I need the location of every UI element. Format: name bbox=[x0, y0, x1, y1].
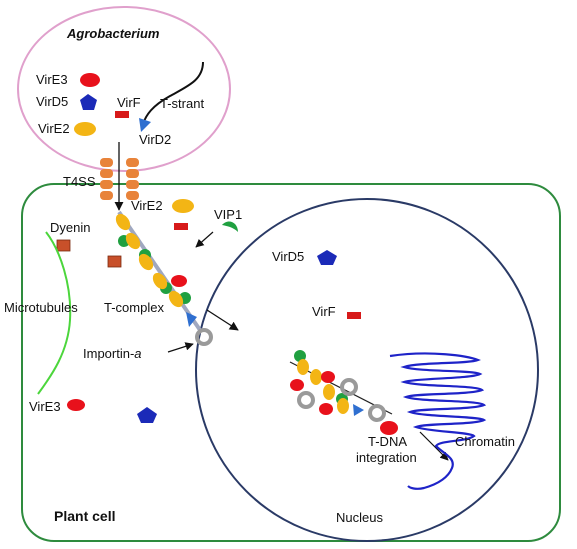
t-complex-label: T-complex bbox=[104, 300, 164, 315]
vire2-protein-agro bbox=[74, 122, 96, 136]
vip1-arrow bbox=[195, 231, 214, 248]
dyenin-protein-2 bbox=[107, 255, 122, 268]
vip1-protein bbox=[222, 221, 238, 232]
t4ss-label: T4SS bbox=[63, 174, 96, 189]
vird5-label-nucleus: VirD5 bbox=[272, 249, 304, 264]
vire3-protein-agro bbox=[80, 73, 100, 87]
microtubules-label: Microtubules bbox=[4, 300, 78, 315]
vird2-label: VirD2 bbox=[139, 132, 171, 147]
chromatin-fiber bbox=[389, 352, 487, 490]
vire3-protein-cyto bbox=[67, 399, 85, 411]
t-strant-label: T-strant bbox=[160, 96, 204, 111]
vird5-protein-agro bbox=[80, 94, 97, 110]
vire3-label-top: VirE3 bbox=[36, 72, 68, 87]
nuclear-import-arrow bbox=[206, 309, 239, 331]
virf-protein-agro bbox=[115, 111, 129, 118]
nucleus-label: Nucleus bbox=[336, 510, 383, 525]
tdna-label-line1: T-DNA bbox=[368, 434, 407, 449]
virf-protein-nucleus bbox=[347, 312, 361, 319]
vire2-label-mid: VirE2 bbox=[131, 198, 163, 213]
agrobacterium-cell bbox=[17, 6, 231, 172]
dyenin-protein-1 bbox=[56, 239, 71, 252]
t-complex-nuclear bbox=[289, 350, 393, 422]
microtubule-fiber bbox=[37, 231, 72, 395]
importin-arrow bbox=[167, 342, 194, 353]
vird5-label-top: VirD5 bbox=[36, 94, 68, 109]
t-complex-chain bbox=[115, 210, 202, 332]
vird5-protein-nucleus bbox=[317, 250, 337, 265]
t4ss-channel bbox=[100, 158, 139, 200]
importin-label: Importin-a bbox=[83, 346, 142, 361]
agrobacterium-label: Agrobacterium bbox=[66, 26, 160, 41]
vire2-label-top: VirE2 bbox=[38, 121, 70, 136]
t-strand-line bbox=[142, 61, 204, 125]
integration-arrow bbox=[419, 431, 449, 461]
plant-cell-label: Plant cell bbox=[54, 508, 115, 524]
importin-alpha-ring bbox=[195, 328, 213, 346]
vire2-protein-cyto bbox=[172, 199, 194, 213]
chromatin-label: Chromatin bbox=[455, 434, 515, 449]
vire3-label-bottom: VirE3 bbox=[29, 399, 61, 414]
nucleus-envelope bbox=[195, 198, 539, 542]
vire3-protein-nucleus bbox=[380, 421, 398, 435]
virf-protein-cyto bbox=[174, 223, 188, 230]
tdna-label-line2: integration bbox=[356, 450, 417, 465]
vip1-label: VIP1 bbox=[214, 207, 242, 222]
vird5-protein-cyto bbox=[137, 407, 157, 423]
vird2-pilot-arrowhead bbox=[139, 118, 151, 132]
plant-cell-membrane bbox=[21, 183, 561, 542]
dyenin-label: Dyenin bbox=[50, 220, 90, 235]
virf-label-top: VirF bbox=[117, 95, 141, 110]
virf-label-nucleus: VirF bbox=[312, 304, 336, 319]
